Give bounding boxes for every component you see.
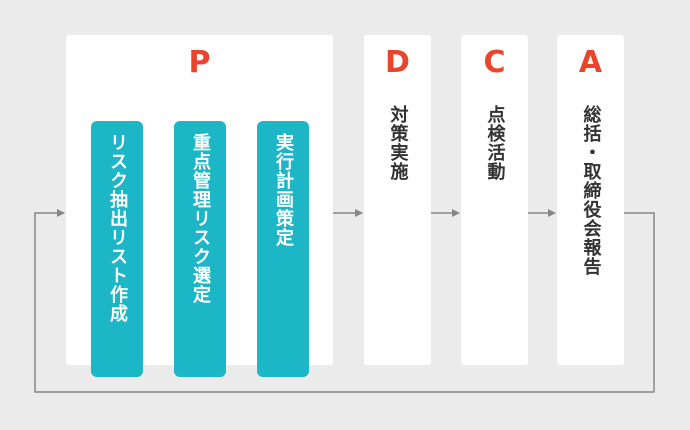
phase-act-letter: A (578, 45, 603, 80)
step-priority-risk-selection-label: 重点管理リスク選定 (190, 133, 211, 304)
phase-plan-letter: P (188, 45, 211, 80)
phase-act-panel: A 総括・取締役会報告 (557, 35, 624, 365)
phase-do-letter: D (385, 45, 410, 80)
phase-check-letter: C (483, 45, 506, 80)
feedback-loop-line (34, 209, 655, 393)
phase-check-label: 点検活動 (484, 105, 506, 181)
phase-check-panel: C 点検活動 (461, 35, 528, 365)
phase-do-panel: D 対策実施 (364, 35, 431, 365)
step-risk-extraction-label: リスク抽出リスト作成 (107, 133, 128, 323)
step-action-plan: 実行計画策定 (257, 121, 309, 377)
phase-act-label: 総括・取締役会報告 (580, 105, 602, 276)
step-priority-risk-selection: 重点管理リスク選定 (174, 121, 226, 377)
step-risk-extraction: リスク抽出リスト作成 (91, 121, 143, 377)
phase-plan-panel: P リスク抽出リスト作成 重点管理リスク選定 実行計画策定 (66, 35, 333, 377)
step-action-plan-label: 実行計画策定 (273, 133, 294, 247)
phase-do-label: 対策実施 (387, 105, 409, 181)
